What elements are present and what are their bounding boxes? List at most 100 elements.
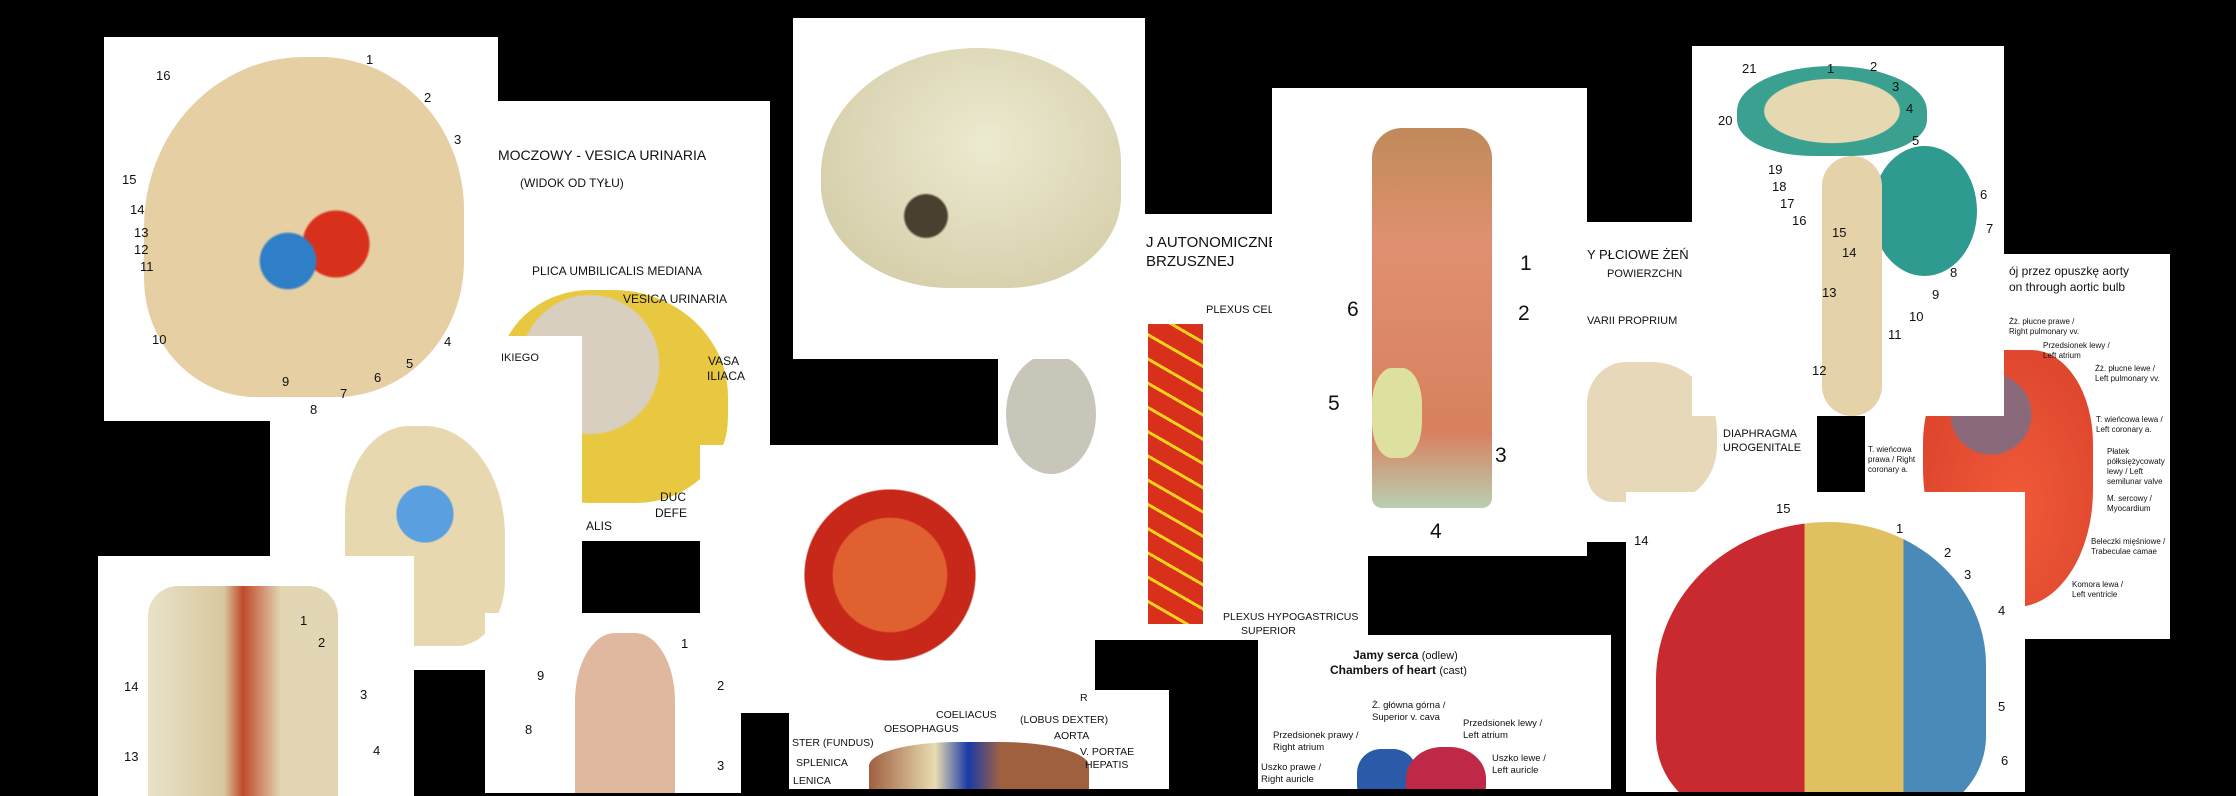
- label-1: 1: [1827, 61, 1835, 76]
- chambers-subtitle: Chambers of heart (cast): [1330, 663, 1467, 677]
- aorta-drawing: [1148, 324, 1203, 624]
- label-right-coronary-3: coronary a.: [1868, 465, 1909, 474]
- label-16: 16: [156, 68, 171, 83]
- label-left-atrium-en: Left atrium: [2043, 351, 2081, 360]
- label-11: 11: [140, 259, 154, 274]
- label-6: 6: [374, 370, 382, 385]
- chambers-subtitle-text: Chambers of heart: [1330, 663, 1437, 677]
- label-2: 2: [1944, 545, 1952, 560]
- label-left-coronary-pl: T. wieńcowa lewa /: [2096, 415, 2163, 424]
- label-left-atrium-pl: Przedsionek lewy /: [2043, 341, 2110, 350]
- skull-photo-card: [793, 18, 1145, 359]
- label-6: 6: [1980, 187, 1988, 202]
- label-4: 4: [1998, 603, 2006, 618]
- brainstem-illustration-card: 1 2 3 4 5 6 7 8 9 10 11 12 13 14 15 16 1…: [1692, 46, 2004, 416]
- label-17: 17: [1780, 196, 1795, 211]
- label-3: 3: [1964, 567, 1972, 582]
- label-13: 13: [124, 749, 139, 764]
- label-plexus-celiacus: PLEXUS CELIA: [1206, 304, 1272, 316]
- label-6: 6: [1347, 298, 1359, 321]
- spine-drawing: [575, 633, 675, 793]
- brain-drawing: [1737, 66, 1927, 156]
- label-myocardium-en: Myocardium: [2107, 504, 2151, 513]
- label-vesica: VESICA URINARIA: [623, 292, 728, 306]
- label-platek: Płatek: [2107, 447, 2130, 456]
- bladder-title: MOCZOWY - VESICA URINARIA: [498, 147, 707, 163]
- label-2: 2: [424, 90, 432, 105]
- label-10: 10: [1909, 309, 1924, 324]
- label-semilunar-valve: semilunar valve: [2107, 477, 2163, 486]
- label-urogenitale: UROGENITALE: [1723, 442, 1802, 454]
- label-rau-en: Right auricle: [1261, 774, 1314, 785]
- label-7: 7: [340, 386, 348, 401]
- thyroid-drawing: [1372, 368, 1422, 458]
- label-diaphragma: DIAPHRAGMA: [1723, 428, 1797, 440]
- small-vessels-illustration-card: 1 2 3 8 9: [485, 613, 741, 793]
- kidney-drawing: [1006, 354, 1096, 474]
- label-r: R: [1080, 692, 1088, 704]
- label-oesophagus: OESOPHAGUS: [884, 723, 959, 735]
- label-plexus-hypogastricus: PLEXUS HYPOGASTRICUS: [1223, 611, 1359, 623]
- aortic-title-line1: ój przez opuszkę aorty: [2009, 264, 2130, 278]
- label-polksiezycowaty: półksiężycowaty: [2107, 457, 2165, 466]
- label-14: 14: [1842, 245, 1857, 260]
- label-right-coronary-1: T. wieńcowa: [1868, 445, 1912, 454]
- head-vessels-illustration-card: 1 2 3 4 5 6 7 8 9 10 11 12 13 14 15 16: [104, 37, 498, 421]
- label-18: 18: [1772, 179, 1787, 194]
- label-superior: SUPERIOR: [1241, 625, 1296, 637]
- label-ra-pl: Przedsionek prawy /: [1273, 730, 1359, 741]
- label-5: 5: [1998, 699, 2006, 714]
- label-lenica: LENICA: [793, 775, 831, 787]
- bladder-subtitle: (WIDOK OD TYŁU): [520, 176, 624, 190]
- autonomic-title-line1: J AUTONOMICZNE: [1146, 234, 1272, 251]
- label-11: 11: [1888, 327, 1902, 342]
- label-5: 5: [406, 356, 414, 371]
- label-13: 13: [1822, 285, 1837, 300]
- female-title-line2: POWIERZCHN: [1607, 268, 1683, 280]
- label-5: 5: [1912, 133, 1920, 148]
- label-hepatis: HEPATIS: [1085, 759, 1129, 771]
- head-drawing: [144, 57, 464, 397]
- label-15: 15: [122, 172, 137, 187]
- label-alis: ALIS: [586, 519, 613, 533]
- colored-skull-illustration-card: 1 2 3 4 5 6 14 15: [1626, 492, 2025, 792]
- label-right-pulmonary-en: Right pulmonary vv.: [2009, 327, 2080, 336]
- label-2: 2: [717, 678, 725, 693]
- label-3: 3: [1495, 444, 1507, 467]
- cerebellum-drawing: [1872, 146, 1977, 276]
- label-myocardium-pl: M. sercowy /: [2107, 494, 2152, 503]
- label-10: 10: [152, 332, 167, 347]
- label-1: 1: [300, 613, 308, 628]
- stomach-liver-illustration-card: STER (FUNDUS) OESOPHAGUS COELIACUS (LOBU…: [789, 690, 1169, 789]
- label-5: 5: [1328, 392, 1340, 415]
- label-3: 3: [1892, 79, 1900, 94]
- label-9: 9: [282, 374, 290, 389]
- label-1: 1: [681, 636, 689, 651]
- chambers-title: Jamy serca (odlew): [1353, 648, 1458, 662]
- autonomic-top-region: J AUTONOMICZNE BRZUSZNEJ PLEXUS CELIA: [998, 214, 1272, 414]
- label-right-coronary-2: prawa / Right: [1868, 455, 1916, 464]
- label-svc-en: Superior v. cava: [1372, 712, 1440, 723]
- label-coeliacus: COELIACUS: [936, 709, 997, 721]
- chambers-title-text: Jamy serca: [1353, 648, 1419, 662]
- label-ikiego: IKIEGO: [501, 352, 539, 364]
- skull-drawing: [821, 48, 1121, 288]
- label-plica: PLICA UMBILICALIS MEDIANA: [532, 264, 703, 278]
- label-left-ventricle-pl: Komora lewa /: [2072, 580, 2124, 589]
- label-8: 8: [525, 722, 533, 737]
- label-iliaca: ILIACA: [707, 369, 746, 383]
- stomach-drawing: [869, 742, 1089, 789]
- label-12: 12: [1812, 363, 1827, 378]
- label-left-coronary-en: Left coronary a.: [2096, 425, 2152, 434]
- label-rau-pl: Uszko prawe /: [1261, 762, 1322, 773]
- label-right-pulmonary-pl: Żż. płucne prawe /: [2009, 317, 2075, 326]
- label-8: 8: [310, 402, 318, 417]
- label-4: 4: [373, 743, 381, 758]
- label-2: 2: [318, 635, 326, 650]
- chambers-heart-illustration-card: Jamy serca (odlew) Chambers of heart (ca…: [1258, 635, 1611, 789]
- label-lau-pl: Uszko lewe /: [1492, 753, 1546, 764]
- label-4: 4: [1906, 101, 1914, 116]
- label-21: 21: [1742, 61, 1757, 76]
- label-4: 4: [444, 334, 452, 349]
- label-trabeculae-pl: Beleczki mięśniowe /: [2091, 537, 2166, 546]
